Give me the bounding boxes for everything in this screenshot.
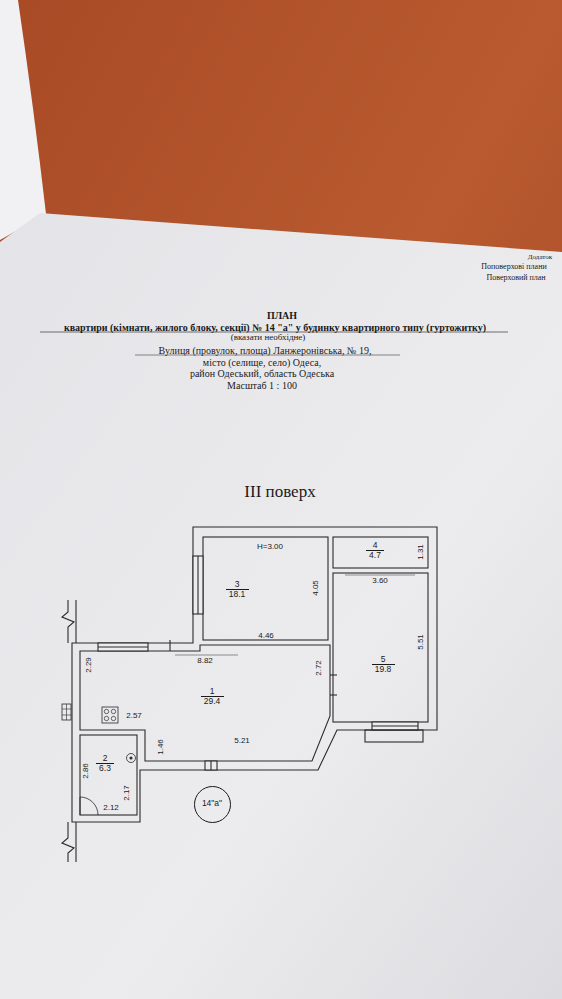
room-number: 2: [96, 754, 114, 765]
room-area: 318.1: [226, 580, 249, 601]
window: [197, 556, 198, 614]
dimension-line: [175, 655, 238, 656]
window: [205, 761, 217, 770]
room-area-value: 18.1: [226, 590, 249, 600]
room-number: 5: [372, 655, 395, 666]
paper-sheet: [0, 213, 562, 999]
address-line: Вулиця (провулок, площа) Ланжеронівська,…: [159, 345, 372, 356]
stove: [102, 707, 118, 723]
heading-line: квартири (кімнати, жилого блоку, секції)…: [64, 322, 486, 333]
room-number: 4: [366, 541, 384, 552]
room-area: 26.3: [96, 754, 114, 775]
header-note: Поверховий план: [486, 274, 545, 283]
window: [193, 556, 203, 614]
wall-line: [75, 822, 76, 862]
back-sheet: [0, 0, 46, 240]
break-line: [62, 822, 74, 862]
floor-heading: III поверх: [244, 483, 315, 502]
dimension: 8.82: [197, 657, 213, 666]
window: [98, 643, 148, 651]
dimension: 2.17: [123, 785, 132, 801]
door: [330, 674, 337, 675]
plan-title: ПЛАН: [267, 310, 297, 321]
room-number: 3: [226, 580, 249, 591]
room-number: 14"а": [200, 799, 224, 809]
room-area: 129.4: [201, 687, 224, 708]
dimension: 2.57: [126, 712, 142, 721]
address-line: місто (селище, село) Одеса,: [203, 357, 321, 368]
height-note: H=3.00: [257, 543, 283, 552]
dimension: 5.51: [417, 634, 426, 650]
room-outline: [80, 735, 137, 815]
room-outline: [80, 645, 330, 761]
scale-note: Масштаб 1 : 100: [227, 380, 297, 391]
dimension: 2.72: [315, 660, 324, 676]
dimension: 2.29: [85, 657, 94, 673]
room-outline: [333, 537, 428, 568]
floor-plan: [62, 527, 437, 862]
balcony: [365, 730, 423, 742]
room-area-value: 4.7: [366, 551, 384, 561]
dimension: 2.12: [103, 804, 119, 813]
apartment-marker: 14"а": [194, 786, 231, 823]
room-area-value: 29.4: [201, 697, 224, 707]
door: [169, 640, 170, 651]
dimension: 1.31: [417, 544, 426, 560]
window: [372, 725, 418, 726]
room-number: 1: [201, 687, 224, 698]
header-note: Поповерхові плани: [481, 263, 546, 272]
room-area: 44.7: [366, 541, 384, 562]
dimension: 5.21: [234, 737, 250, 746]
door: [330, 694, 337, 695]
dimension: 3.60: [372, 577, 388, 586]
outer-wall: [72, 527, 437, 822]
room-area-value: 6.3: [96, 764, 114, 774]
dimension-line: [345, 575, 415, 576]
dimension: 2.86: [82, 763, 91, 779]
room-area: 519.8: [372, 655, 395, 676]
wall-line: [75, 600, 76, 643]
window: [210, 761, 211, 770]
window: [372, 722, 418, 730]
heading-note: (вказати необхідне): [231, 333, 306, 343]
dimension: 4.46: [258, 632, 274, 641]
dimension: 1.46: [157, 739, 166, 755]
room-outline: [203, 537, 328, 640]
break-line: [62, 600, 74, 643]
radiator: [62, 704, 71, 720]
door-swing: [80, 797, 98, 815]
appendix-note: Додаток: [528, 254, 552, 262]
room-outline: [333, 573, 428, 722]
address-line: район Одеський, область Одеська: [190, 368, 334, 379]
window: [98, 646, 148, 647]
dimension: 4.05: [312, 580, 321, 596]
sink: [127, 754, 136, 763]
room-area-value: 19.8: [372, 665, 395, 675]
